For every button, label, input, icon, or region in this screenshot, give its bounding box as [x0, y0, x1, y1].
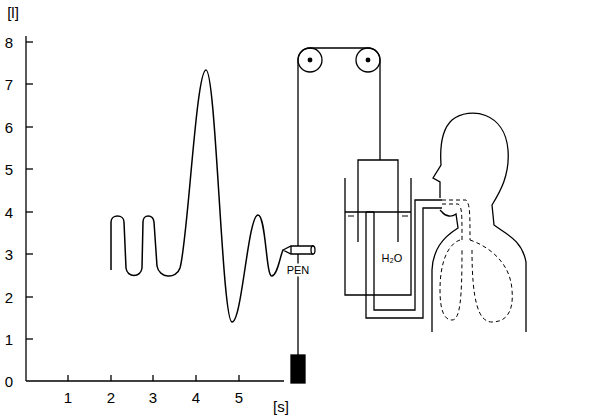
tick-label: 8	[5, 35, 13, 50]
person-outline	[432, 120, 458, 332]
tick-label: 7	[5, 77, 13, 92]
pen	[283, 246, 313, 254]
part-label: H₂O	[382, 253, 403, 264]
tick-label: 4	[192, 390, 200, 405]
tick-label: 5	[235, 390, 243, 405]
y-axis	[25, 36, 26, 381]
airway-lungs	[440, 200, 512, 322]
tick-label: 5	[5, 162, 13, 177]
tick-label: 3	[5, 247, 13, 262]
x-axis	[26, 380, 284, 381]
axis-unit: [s]	[273, 399, 289, 414]
axis-unit: [l]	[7, 5, 19, 20]
tick-label: 0	[5, 374, 13, 389]
tick-label: 1	[64, 390, 72, 405]
y-ticks	[26, 42, 33, 339]
part-label: PEN	[285, 264, 312, 277]
water-level	[345, 211, 411, 212]
counterweight	[291, 355, 305, 383]
person-outline	[452, 113, 526, 332]
spirogram-trace	[111, 70, 283, 322]
tick-label: 6	[5, 120, 13, 135]
air-tube	[366, 208, 442, 318]
tick-label: 3	[149, 390, 157, 405]
tick-label: 1	[5, 332, 13, 347]
tick-label: 4	[5, 205, 13, 220]
tick-label: 2	[107, 390, 115, 405]
tick-label: 2	[5, 290, 13, 305]
rope	[298, 48, 380, 160]
x-ticks	[68, 375, 239, 381]
rope	[297, 60, 298, 355]
spirometer-bell	[358, 160, 398, 242]
